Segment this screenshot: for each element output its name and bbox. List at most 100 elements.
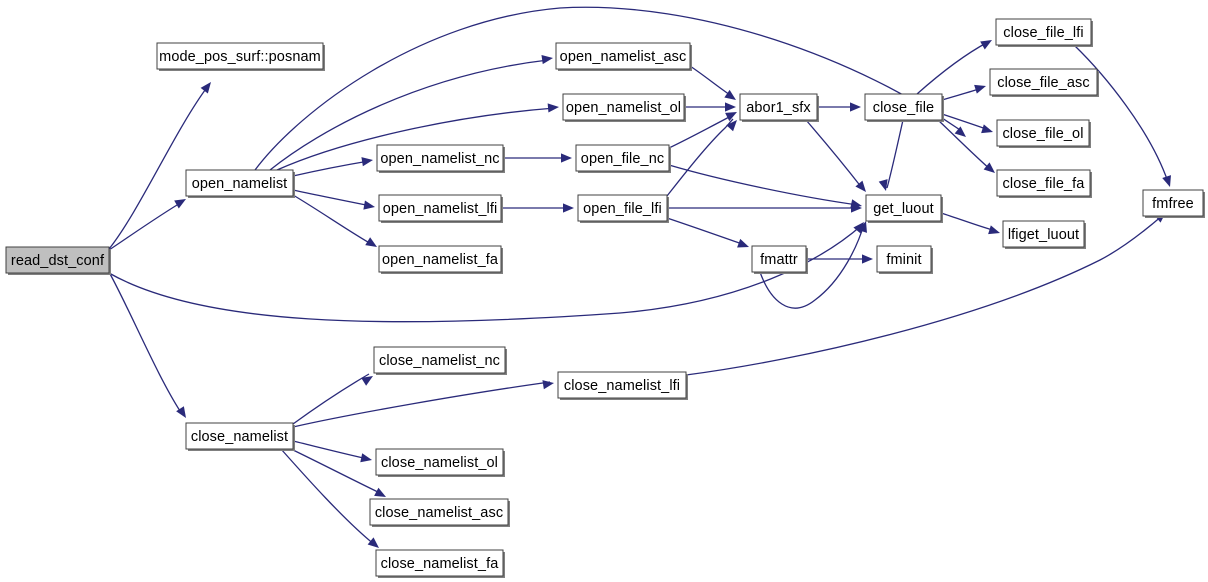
node-box-fminit[interactable] <box>876 245 932 273</box>
nodes-layer: read_dst_confmode_pos_surf::posnamopen_n… <box>5 18 1205 578</box>
arrowhead-close_file->close_file_asc <box>974 84 986 94</box>
node-close_file_fa[interactable]: close_file_fa <box>996 169 1092 198</box>
node-read_dst_conf[interactable]: read_dst_conf <box>5 246 111 275</box>
node-box-open_namelist_nc[interactable] <box>376 144 504 172</box>
edge-open_namelist-to-open_namelist_lfi <box>292 189 372 207</box>
node-box-get_luout[interactable] <box>865 194 942 222</box>
node-box-close_namelist[interactable] <box>185 422 294 450</box>
node-get_luout[interactable]: get_luout <box>865 194 943 223</box>
arrowhead-read_dst_conf->get_luout <box>853 222 864 234</box>
arrowhead-open_namelist->open_namelist_fa <box>365 237 377 247</box>
node-box-abor1_sfx[interactable] <box>739 93 818 121</box>
arrowhead-close_file->close_file_ol <box>981 124 993 134</box>
node-box-mode_pos_surf_posnam[interactable] <box>156 42 324 70</box>
arrowhead-abor1_sfx->close_file <box>850 102 861 112</box>
arrowhead-open_namelist->open_namelist_asc <box>541 54 553 65</box>
edge-open_namelist-to-open_namelist_asc <box>269 59 549 171</box>
node-box-close_namelist_ol[interactable] <box>375 448 504 476</box>
node-box-fmattr[interactable] <box>751 245 807 273</box>
arrowhead-fmattr->get_luout <box>858 221 867 233</box>
node-close_file_asc[interactable]: close_file_asc <box>989 68 1099 97</box>
node-mode_pos_surf_posnam[interactable]: mode_pos_surf::posnam <box>156 42 325 71</box>
edge-close_file-to-close_file_lfi <box>916 41 989 95</box>
node-open_namelist_ol[interactable]: open_namelist_ol <box>562 93 686 122</box>
node-abor1_sfx[interactable]: abor1_sfx <box>739 93 819 122</box>
node-box-open_file_lfi[interactable] <box>577 194 668 222</box>
node-box-close_file_fa[interactable] <box>996 169 1091 197</box>
arrowhead-open_namelist_lfi->open_file_lfi <box>563 203 574 213</box>
node-close_file_ol[interactable]: close_file_ol <box>996 119 1091 148</box>
arrowhead-open_file_lfi->get_luout <box>851 203 862 213</box>
node-box-close_file_asc[interactable] <box>989 68 1098 96</box>
arrowhead-close_namelist->close_namelist_fa <box>367 537 379 548</box>
node-box-open_namelist_fa[interactable] <box>378 245 502 273</box>
node-box-open_namelist_ol[interactable] <box>562 93 685 121</box>
edge-open_namelist-to-open_namelist_ol <box>276 107 556 171</box>
edge-read_dst_conf-to-open_namelist <box>108 201 183 251</box>
edge-read_dst_conf-to-close_namelist <box>108 271 183 415</box>
node-open_namelist_asc[interactable]: open_namelist_asc <box>555 42 692 71</box>
arrowhead-close_namelist->close_namelist_lfi <box>542 380 554 390</box>
arrowhead-abor1_sfx->get_luout <box>855 180 866 192</box>
edge-open_file_nc-to-get_luout <box>668 164 859 206</box>
edge-open_file_lfi-to-fmattr <box>666 217 746 246</box>
node-close_namelist_fa[interactable]: close_namelist_fa <box>375 549 505 578</box>
arrowhead-read_dst_conf->mode_pos_surf_posnam <box>200 82 211 94</box>
node-box-fmfree[interactable] <box>1142 189 1204 217</box>
arrowhead-close_file->close_file_lfi <box>980 40 992 50</box>
node-close_namelist_asc[interactable]: close_namelist_asc <box>369 498 510 527</box>
node-box-close_namelist_asc[interactable] <box>369 498 509 526</box>
edge-open_file_nc-to-abor1_sfx <box>668 114 734 149</box>
node-open_namelist_fa[interactable]: open_namelist_fa <box>378 245 503 274</box>
node-open_namelist_nc[interactable]: open_namelist_nc <box>376 144 505 173</box>
edge-read_dst_conf-to-mode_pos_surf_posnam <box>108 85 209 250</box>
arrowhead-get_luout->lfiget_luout <box>988 225 1000 235</box>
edge-open_namelist-to-open_namelist_fa <box>292 194 374 246</box>
arrowhead-close_file->close_file_fa <box>983 162 995 173</box>
node-box-open_namelist_lfi[interactable] <box>378 194 502 222</box>
edge-close_namelist-to-close_namelist_nc <box>292 373 370 425</box>
node-open_file_nc[interactable]: open_file_nc <box>575 144 671 173</box>
node-box-close_file_ol[interactable] <box>996 119 1090 147</box>
node-fminit[interactable]: fminit <box>876 245 933 274</box>
node-fmfree[interactable]: fmfree <box>1142 189 1205 218</box>
arrowhead-close_namelist->close_namelist_asc <box>374 487 386 497</box>
node-close_file[interactable]: close_file <box>864 93 944 122</box>
node-box-open_namelist[interactable] <box>185 169 294 197</box>
edge-close_file-to-get_luout <box>886 119 904 189</box>
node-close_namelist[interactable]: close_namelist <box>185 422 295 451</box>
arrowhead-fmattr->fminit <box>862 254 873 264</box>
arrowhead-open_namelist->open_namelist_lfi <box>363 200 375 210</box>
arrowhead-read_dst_conf->open_namelist <box>174 199 186 209</box>
edge-get_luout-to-lfiget_luout <box>940 212 997 232</box>
edge-close_namelist-to-close_namelist_lfi <box>292 381 551 428</box>
arrowhead-close_file_lfi->fmfree <box>1162 175 1171 187</box>
arrowhead-close_file->get_luout <box>878 179 888 191</box>
node-open_file_lfi[interactable]: open_file_lfi <box>577 194 669 223</box>
edge-close_namelist_lfi-to-fmfree <box>685 214 1164 376</box>
node-close_namelist_ol[interactable]: close_namelist_ol <box>375 448 505 477</box>
node-lfiget_luout[interactable]: lfiget_luout <box>1002 220 1086 249</box>
edge-open_namelist-to-open_namelist_nc <box>292 160 370 177</box>
node-box-close_file[interactable] <box>864 93 943 121</box>
node-open_namelist[interactable]: open_namelist <box>185 169 295 198</box>
arrowhead-read_dst_conf->close_namelist <box>176 406 186 418</box>
node-box-read_dst_conf[interactable] <box>5 246 110 274</box>
node-box-close_namelist_fa[interactable] <box>375 549 504 577</box>
node-close_namelist_lfi[interactable]: close_namelist_lfi <box>557 371 688 400</box>
node-box-open_file_nc[interactable] <box>575 144 670 172</box>
edge-fmattr-to-get_luout <box>759 223 865 309</box>
node-box-lfiget_luout[interactable] <box>1002 220 1085 248</box>
edge-close_file_lfi-to-fmfree <box>1073 44 1169 183</box>
node-fmattr[interactable]: fmattr <box>751 245 808 274</box>
arrowhead-close_namelist->close_namelist_nc <box>361 376 373 386</box>
node-box-open_namelist_asc[interactable] <box>555 42 691 70</box>
node-box-close_namelist_lfi[interactable] <box>557 371 687 399</box>
node-box-close_file_lfi[interactable] <box>995 18 1092 46</box>
arrowhead-open_namelist_asc->abor1_sfx <box>724 89 736 100</box>
node-close_namelist_nc[interactable]: close_namelist_nc <box>373 346 507 375</box>
node-close_file_lfi[interactable]: close_file_lfi <box>995 18 1093 47</box>
node-open_namelist_lfi[interactable]: open_namelist_lfi <box>378 194 503 223</box>
node-box-close_namelist_nc[interactable] <box>373 346 506 374</box>
